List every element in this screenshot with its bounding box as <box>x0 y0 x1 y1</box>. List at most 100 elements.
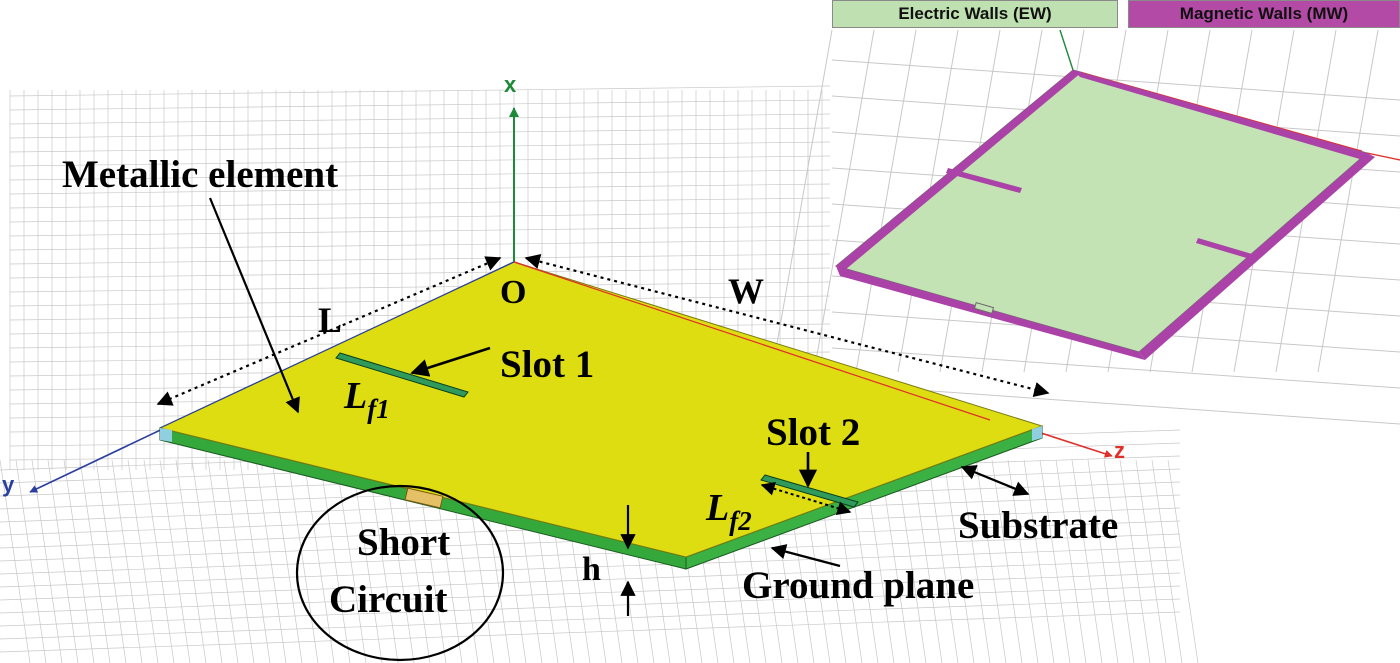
grid-line <box>831 347 1400 389</box>
inset-axis-red <box>1366 152 1400 161</box>
grid-line <box>303 459 335 663</box>
grid-line <box>223 459 255 663</box>
grid-line <box>1071 459 1103 663</box>
dimension-lines <box>156 254 1050 616</box>
ground-plane-label: Ground plane <box>742 564 974 607</box>
length-dimension-line <box>156 256 502 406</box>
grid-line <box>191 459 223 663</box>
width-label: W <box>728 271 764 311</box>
grid-line <box>47 459 79 663</box>
inset-edge-red <box>1079 71 1363 152</box>
electric-walls-legend-label: Electric Walls (EW) <box>898 4 1052 23</box>
grid-line <box>95 459 127 663</box>
grid-line <box>127 459 159 663</box>
short-circuit-strip <box>404 487 444 509</box>
grid-line <box>959 459 991 663</box>
grid-line <box>9 155 831 167</box>
grid-line <box>927 459 959 663</box>
grid-line <box>9 253 831 265</box>
wall-model-inset <box>834 29 1400 360</box>
x-axis-label: x <box>504 72 517 97</box>
grid-line <box>0 611 1181 653</box>
inset-short-circuit-strip <box>973 302 995 314</box>
inset-magnetic-wall-right <box>1139 153 1375 360</box>
z-axis-label: z <box>1114 438 1125 463</box>
magnetic-walls-legend: Magnetic Walls (MW) <box>1128 0 1400 28</box>
grid-line <box>975 459 1007 663</box>
substrate-label: Substrate <box>958 504 1118 547</box>
grid-line <box>143 459 175 663</box>
height-label: h <box>582 551 601 588</box>
short-circuit-label-line1: Short <box>357 521 450 564</box>
pointer-arrows <box>208 197 1030 568</box>
ground-plane-arrow <box>770 544 841 568</box>
grid-line <box>911 459 943 663</box>
lf2-subscript: f2 <box>729 506 752 536</box>
inset-slot-2 <box>1196 238 1252 259</box>
y-axis-label: y <box>2 472 15 497</box>
diagram-labels: Metallic element O L W Slot 1 Lf1 Slot 2… <box>62 153 1118 621</box>
grid-line <box>9 211 831 223</box>
grid-line <box>9 85 831 97</box>
electric-walls-legend: Electric Walls (EW) <box>832 0 1118 28</box>
grid-line <box>943 459 975 663</box>
grid-line <box>0 585 1181 627</box>
grid-line <box>63 459 95 663</box>
grid-line <box>9 225 831 237</box>
grid-line <box>1103 459 1135 663</box>
grid-line <box>9 169 831 181</box>
inset-axis-green <box>1059 29 1074 71</box>
grid-line <box>9 239 831 251</box>
slot1-arrow <box>410 346 491 377</box>
grid-line <box>1055 459 1087 663</box>
grid-line <box>9 127 831 139</box>
grid-line <box>9 197 831 209</box>
grid-line <box>0 559 1181 601</box>
metallic-element-label: Metallic element <box>62 153 338 196</box>
grid-line <box>111 459 143 663</box>
grid-line <box>207 459 239 663</box>
lf1-subscript: f1 <box>367 394 390 424</box>
grid-line <box>9 295 831 307</box>
substrate-corner-right <box>1032 426 1042 441</box>
origin-label: O <box>500 274 526 311</box>
grid-line <box>255 459 287 663</box>
grid-line <box>319 459 351 663</box>
slot1-label: Slot 1 <box>500 343 594 386</box>
lf2-label: Lf2 <box>705 487 752 536</box>
grid-line <box>1039 459 1071 663</box>
magnetic-walls-legend-label: Magnetic Walls (MW) <box>1179 4 1349 23</box>
grid-line <box>159 459 191 663</box>
grid-line <box>9 267 831 279</box>
grid-line <box>831 59 1400 101</box>
grid-line <box>0 459 31 663</box>
grid-line <box>0 598 1181 640</box>
grid-line <box>175 459 207 663</box>
lf1-label: Lf1 <box>343 375 390 424</box>
length-label: L <box>318 300 342 340</box>
grid-line <box>0 572 1181 614</box>
inset-magnetic-wall-top-right <box>1073 70 1367 160</box>
grid-line <box>1135 459 1167 663</box>
grid-line <box>0 533 1181 575</box>
grid-line <box>239 459 271 663</box>
short-circuit-circle <box>295 484 505 662</box>
grid-line <box>0 546 1181 588</box>
metallic-element-arrow <box>208 197 300 414</box>
inset-magnetic-wall-top-left <box>836 70 1082 270</box>
grid-line <box>1151 459 1183 663</box>
grid-line <box>895 459 927 663</box>
grid-line <box>9 281 831 293</box>
grid-line <box>1007 459 1039 663</box>
inset-slot-1 <box>946 168 1022 193</box>
grid-line <box>9 99 831 111</box>
grid-line <box>1167 459 1199 663</box>
lf2-main: L <box>705 487 729 529</box>
grid-line <box>287 459 319 663</box>
substrate-corner-left <box>160 428 172 442</box>
grid-line <box>367 459 399 663</box>
grid-line <box>31 459 63 663</box>
grid-line <box>79 459 111 663</box>
grid-line <box>1317 29 1379 373</box>
